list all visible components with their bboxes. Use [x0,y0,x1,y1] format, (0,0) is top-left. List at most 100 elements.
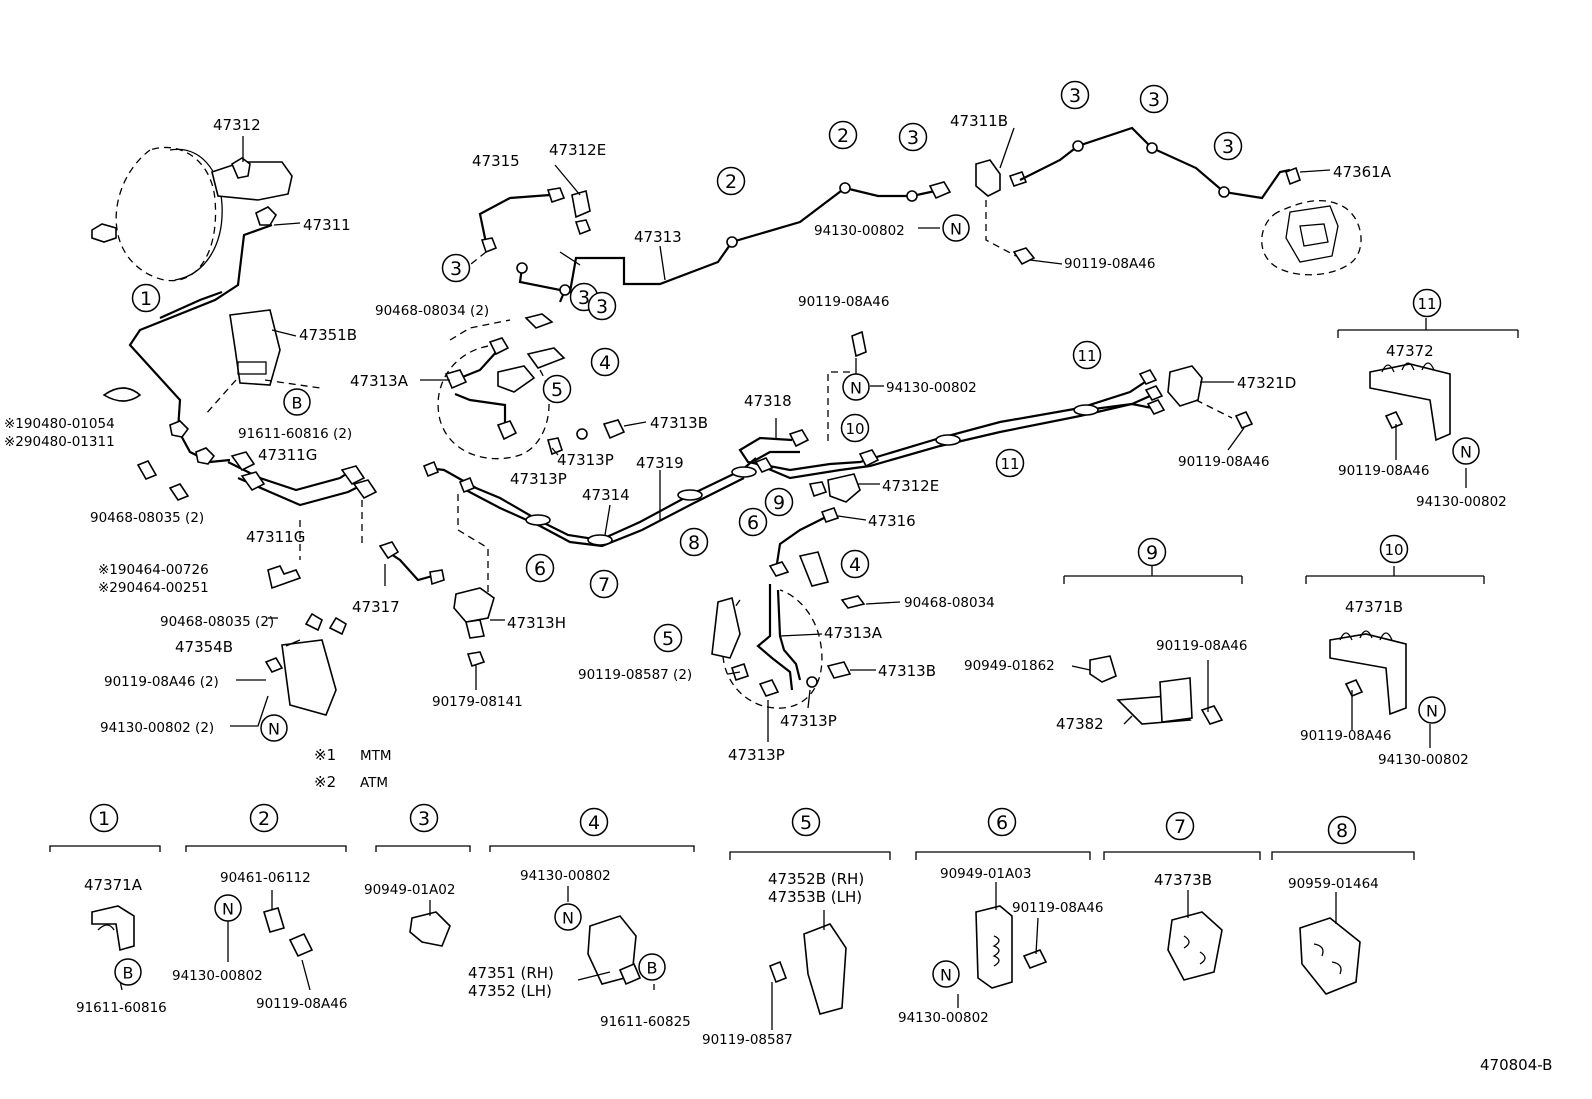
marker-text: 3 [418,808,430,830]
kit6-94130: 94130-00802 [898,1010,989,1026]
marker-circle [716,166,746,196]
kit8-90959: 90959-01464 [1288,876,1379,892]
kit6-90119: 90119-08A46 [1012,900,1103,916]
marker-circle [214,894,242,922]
marker-text: 11 [1077,347,1096,365]
marker-text: 8 [1336,820,1348,842]
marker-text: 1 [98,808,110,830]
brake-booster-assembly [91,146,293,282]
marker-text: 2 [837,125,849,147]
marker-circle [283,388,311,416]
marker-text: N [222,900,234,919]
label-47371B: 47371B [1345,598,1403,616]
marker-three: 3 [587,291,617,321]
label-91611-2: 91611-60816 (2) [238,426,352,442]
marker-n: N [842,373,870,401]
marker-circle [579,807,609,837]
marker-text: 5 [800,812,812,834]
marker-one: 1 [89,803,119,833]
label-90468-08035-top: 90468-08035 (2) [90,510,204,526]
label-note1-90480: ※190480-01054 [4,416,115,432]
label-47313P-d: 47313P [728,746,785,764]
label-47313P-c: 47313P [780,712,837,730]
marker-three: 3 [409,803,439,833]
label-47315: 47315 [472,152,520,170]
marker-circle [1418,696,1446,724]
label-47382: 47382 [1056,715,1104,733]
label-90119-top: 90119-08A46 [1064,256,1155,272]
marker-text: N [850,379,862,398]
label-90179: 90179-08141 [432,694,523,710]
marker-circle [840,549,870,579]
marker-circle [589,569,619,599]
marker-circle [1060,80,1090,110]
valve-47313H [453,587,495,623]
marker-text: 8 [688,532,700,554]
label-90468-08035-bottom: 90468-08035 (2) [160,614,274,630]
diagram-code: 470804-B [1480,1056,1552,1074]
label-47313P-b: 47313P [510,470,567,488]
marker-text: 6 [534,558,546,580]
kit4-91611: 91611-60825 [600,1014,691,1030]
marker-text: N [940,966,952,985]
marker-circle [679,527,709,557]
marker-text: 5 [662,628,674,650]
marker-eleven: 11 [995,448,1025,478]
kit1-47371A: 47371A [84,876,143,894]
label-47313H: 47313H [507,614,566,632]
marker-circle [260,714,288,742]
label-90119-kit11: 90119-08A46 [1338,463,1429,479]
kit3-90949: 90949-01A02 [364,882,455,898]
label-47311B: 47311B [950,112,1008,130]
marker-three: 3 [441,253,471,283]
label-94130-top: 94130-00802 [814,223,905,239]
label-90119-08587-2: 90119-08587 (2) [578,667,692,683]
marker-circle [1137,537,1167,567]
marker-three: 3 [569,282,599,312]
kit-brackets [49,845,1415,860]
marker-text: 4 [599,352,611,374]
marker-circle [842,373,870,401]
note-atm-symbol: ※2 [314,773,336,791]
label-47313P-a: 47313P [557,451,614,469]
marker-n: N [1452,437,1480,465]
marker-text: 5 [551,379,563,401]
label-94130-mid: 94130-00802 [886,380,977,396]
label-47318: 47318 [744,392,792,410]
marker-circle [409,803,439,833]
bracket-47351B [229,309,281,386]
label-47372: 47372 [1386,342,1434,360]
label-94130-kit11: 94130-00802 [1416,494,1507,510]
marker-text: 3 [1148,89,1160,111]
kit7-47373B: 47373B [1154,871,1212,889]
label-47313: 47313 [634,228,682,246]
marker-text: 3 [1069,85,1081,107]
marker-circle [1412,288,1442,318]
marker-circle [1379,534,1409,564]
marker-eight: 8 [1327,815,1357,845]
marker-text: 3 [907,127,919,149]
marker-seven: 7 [1165,811,1195,841]
marker-circle [114,958,142,986]
marker-circle [1165,811,1195,841]
marker-five: 5 [653,623,683,653]
marker-circle [738,507,768,537]
marker-text: 3 [596,296,608,318]
marker-circle [987,807,1017,837]
marker-circle [791,807,821,837]
label-47311G-bottom: 47311G [246,528,305,546]
marker-text: 9 [773,492,785,514]
marker-ten: 10 [840,413,870,443]
kit4-47352: 47352 (LH) [468,982,552,1000]
marker-text: N [1426,702,1438,721]
marker-circle [1452,437,1480,465]
marker-circle [587,291,617,321]
kit5-90119: 90119-08587 [702,1032,793,1048]
junction-47321D [1167,365,1203,407]
label-47311G-top: 47311G [258,446,317,464]
marker-circle [554,903,582,931]
marker-two: 2 [716,166,746,196]
clamp-47371B [1329,633,1407,716]
note-mtm-symbol: ※1 [314,746,336,764]
